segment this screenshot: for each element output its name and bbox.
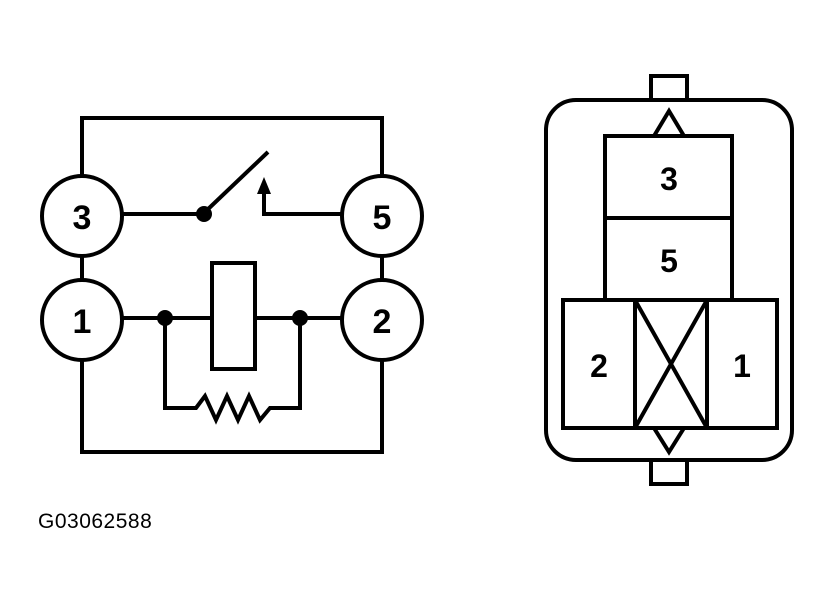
switch-contact-arrow-icon bbox=[257, 177, 271, 194]
pin-1-circle bbox=[40, 278, 124, 362]
pin-5-label: 5 bbox=[373, 199, 392, 237]
cell-5-label: 5 bbox=[660, 243, 678, 279]
relay-schematic bbox=[40, 116, 424, 454]
cell-1-box bbox=[705, 298, 779, 430]
figure-code: G03062588 bbox=[38, 510, 153, 533]
pin-2-label: 2 bbox=[373, 303, 392, 341]
pin-2-circle bbox=[340, 278, 424, 362]
connector-top-tab bbox=[649, 74, 689, 102]
connector-housing bbox=[544, 98, 794, 462]
pin-1-label: 1 bbox=[73, 303, 92, 341]
pin-3-label: 3 bbox=[73, 199, 92, 237]
bottom-wire bbox=[80, 358, 384, 454]
top-wire bbox=[80, 116, 384, 178]
cell-3-label: 3 bbox=[660, 161, 678, 197]
cell-1-label: 1 bbox=[733, 348, 751, 384]
pin-3-circle bbox=[40, 174, 124, 258]
resistor-icon bbox=[163, 318, 302, 425]
switch-blade bbox=[203, 150, 270, 214]
switch-pivot-dot bbox=[196, 206, 212, 222]
relay-coil bbox=[210, 261, 257, 371]
cell-3-box bbox=[603, 134, 734, 220]
cell-2-label: 2 bbox=[590, 348, 608, 384]
switch-contact-wire bbox=[262, 190, 343, 216]
blocked-cross-icon bbox=[633, 299, 709, 429]
cell-5-box bbox=[603, 218, 734, 300]
pin-5-circle bbox=[340, 174, 424, 258]
relay-connector bbox=[544, 74, 794, 486]
connector-bottom-tab bbox=[649, 458, 689, 486]
